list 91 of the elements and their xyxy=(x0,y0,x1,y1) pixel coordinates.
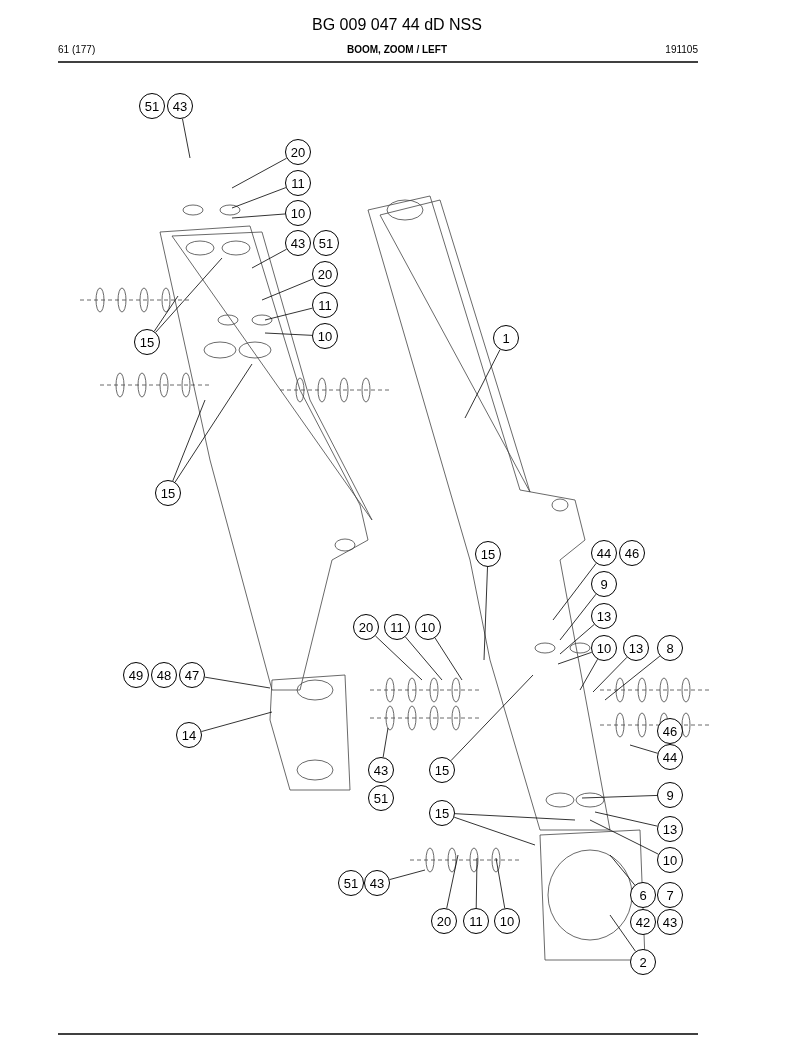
leader-line xyxy=(405,636,443,681)
page-title: BG 009 047 44 dD NSS xyxy=(312,16,482,34)
callout-number: 49 xyxy=(123,662,149,688)
leader-line xyxy=(231,157,287,189)
callout-number: 43 xyxy=(657,909,683,935)
callout-number: 8 xyxy=(657,635,683,661)
callout-number: 15 xyxy=(429,800,455,826)
leader-line xyxy=(389,869,426,880)
callout-number: 9 xyxy=(657,782,683,808)
leader-line xyxy=(559,593,597,641)
leader-line xyxy=(375,635,423,681)
leader-line xyxy=(594,811,658,827)
callout-number: 44 xyxy=(591,540,617,566)
leader-line xyxy=(604,655,661,701)
leader-line xyxy=(231,213,286,219)
leader-line xyxy=(483,566,488,661)
leader-line xyxy=(454,813,576,821)
leader-line xyxy=(552,562,597,621)
callout-number: 13 xyxy=(657,816,683,842)
leader-line xyxy=(557,651,593,665)
callout-number: 11 xyxy=(285,170,311,196)
callout-number: 2 xyxy=(630,949,656,975)
callout-number: 15 xyxy=(134,329,160,355)
callout-number: 43 xyxy=(368,757,394,783)
leader-line xyxy=(581,795,658,799)
leader-line xyxy=(450,674,534,761)
callout-number: 20 xyxy=(353,614,379,640)
callout-number: 11 xyxy=(463,908,489,934)
leader-line xyxy=(589,819,659,855)
callout-number: 10 xyxy=(657,847,683,873)
leader-line xyxy=(264,332,313,336)
page-number: 61 (177) xyxy=(58,44,96,55)
callout-number: 15 xyxy=(155,480,181,506)
callout-number: 6 xyxy=(630,882,656,908)
callout-number: 51 xyxy=(338,870,364,896)
leader-line xyxy=(172,399,206,482)
callout-number: 9 xyxy=(591,571,617,597)
callout-number: 15 xyxy=(475,541,501,567)
callout-number: 10 xyxy=(415,614,441,640)
leader-line xyxy=(155,257,223,333)
callout-number: 20 xyxy=(285,139,311,165)
leader-line xyxy=(609,914,636,952)
leader-line xyxy=(579,658,598,691)
callout-number: 20 xyxy=(431,908,457,934)
leader-line xyxy=(495,857,506,909)
leader-line xyxy=(264,307,313,321)
callout-number: 11 xyxy=(384,614,410,640)
leader-line xyxy=(382,727,389,758)
callout-number: 44 xyxy=(657,744,683,770)
leader-line xyxy=(182,118,191,159)
leader-line xyxy=(153,295,179,332)
callout-number: 13 xyxy=(591,603,617,629)
leader-line xyxy=(201,711,273,732)
callout-number: 14 xyxy=(176,722,202,748)
leader-line xyxy=(446,854,459,909)
callout-number: 15 xyxy=(429,757,455,783)
callout-number: 43 xyxy=(285,230,311,256)
leader-line xyxy=(434,637,463,681)
leader-line xyxy=(453,816,536,846)
callout-number: 10 xyxy=(312,323,338,349)
callout-number: 48 xyxy=(151,662,177,688)
callout-number: 46 xyxy=(657,718,683,744)
leader-line xyxy=(174,363,253,483)
section-heading: BOOM, ZOOM / LEFT xyxy=(347,44,447,55)
callout-number: 46 xyxy=(619,540,645,566)
callout-number: 10 xyxy=(591,635,617,661)
callout-number: 11 xyxy=(312,292,338,318)
leader-line xyxy=(261,278,314,301)
leader-line xyxy=(475,857,478,909)
leader-line xyxy=(464,349,501,419)
leader-line xyxy=(559,624,595,655)
callout-number: 51 xyxy=(313,230,339,256)
callout-number: 43 xyxy=(364,870,390,896)
leader-line xyxy=(231,187,287,209)
leader-line xyxy=(592,656,628,693)
callout-number: 13 xyxy=(623,635,649,661)
callout-number: 42 xyxy=(630,909,656,935)
callout-number: 10 xyxy=(494,908,520,934)
callout-number: 51 xyxy=(139,93,165,119)
leader-line xyxy=(609,854,636,886)
callout-number: 20 xyxy=(312,261,338,287)
callout-number: 51 xyxy=(368,785,394,811)
leader-line xyxy=(251,248,287,269)
leader-line xyxy=(629,744,658,754)
callout-number: 1 xyxy=(493,325,519,351)
callout-number: 10 xyxy=(285,200,311,226)
date-code: 191105 xyxy=(665,44,698,55)
callout-number: 43 xyxy=(167,93,193,119)
callout-number: 7 xyxy=(657,882,683,908)
callout-number: 47 xyxy=(179,662,205,688)
leader-line xyxy=(204,676,271,689)
